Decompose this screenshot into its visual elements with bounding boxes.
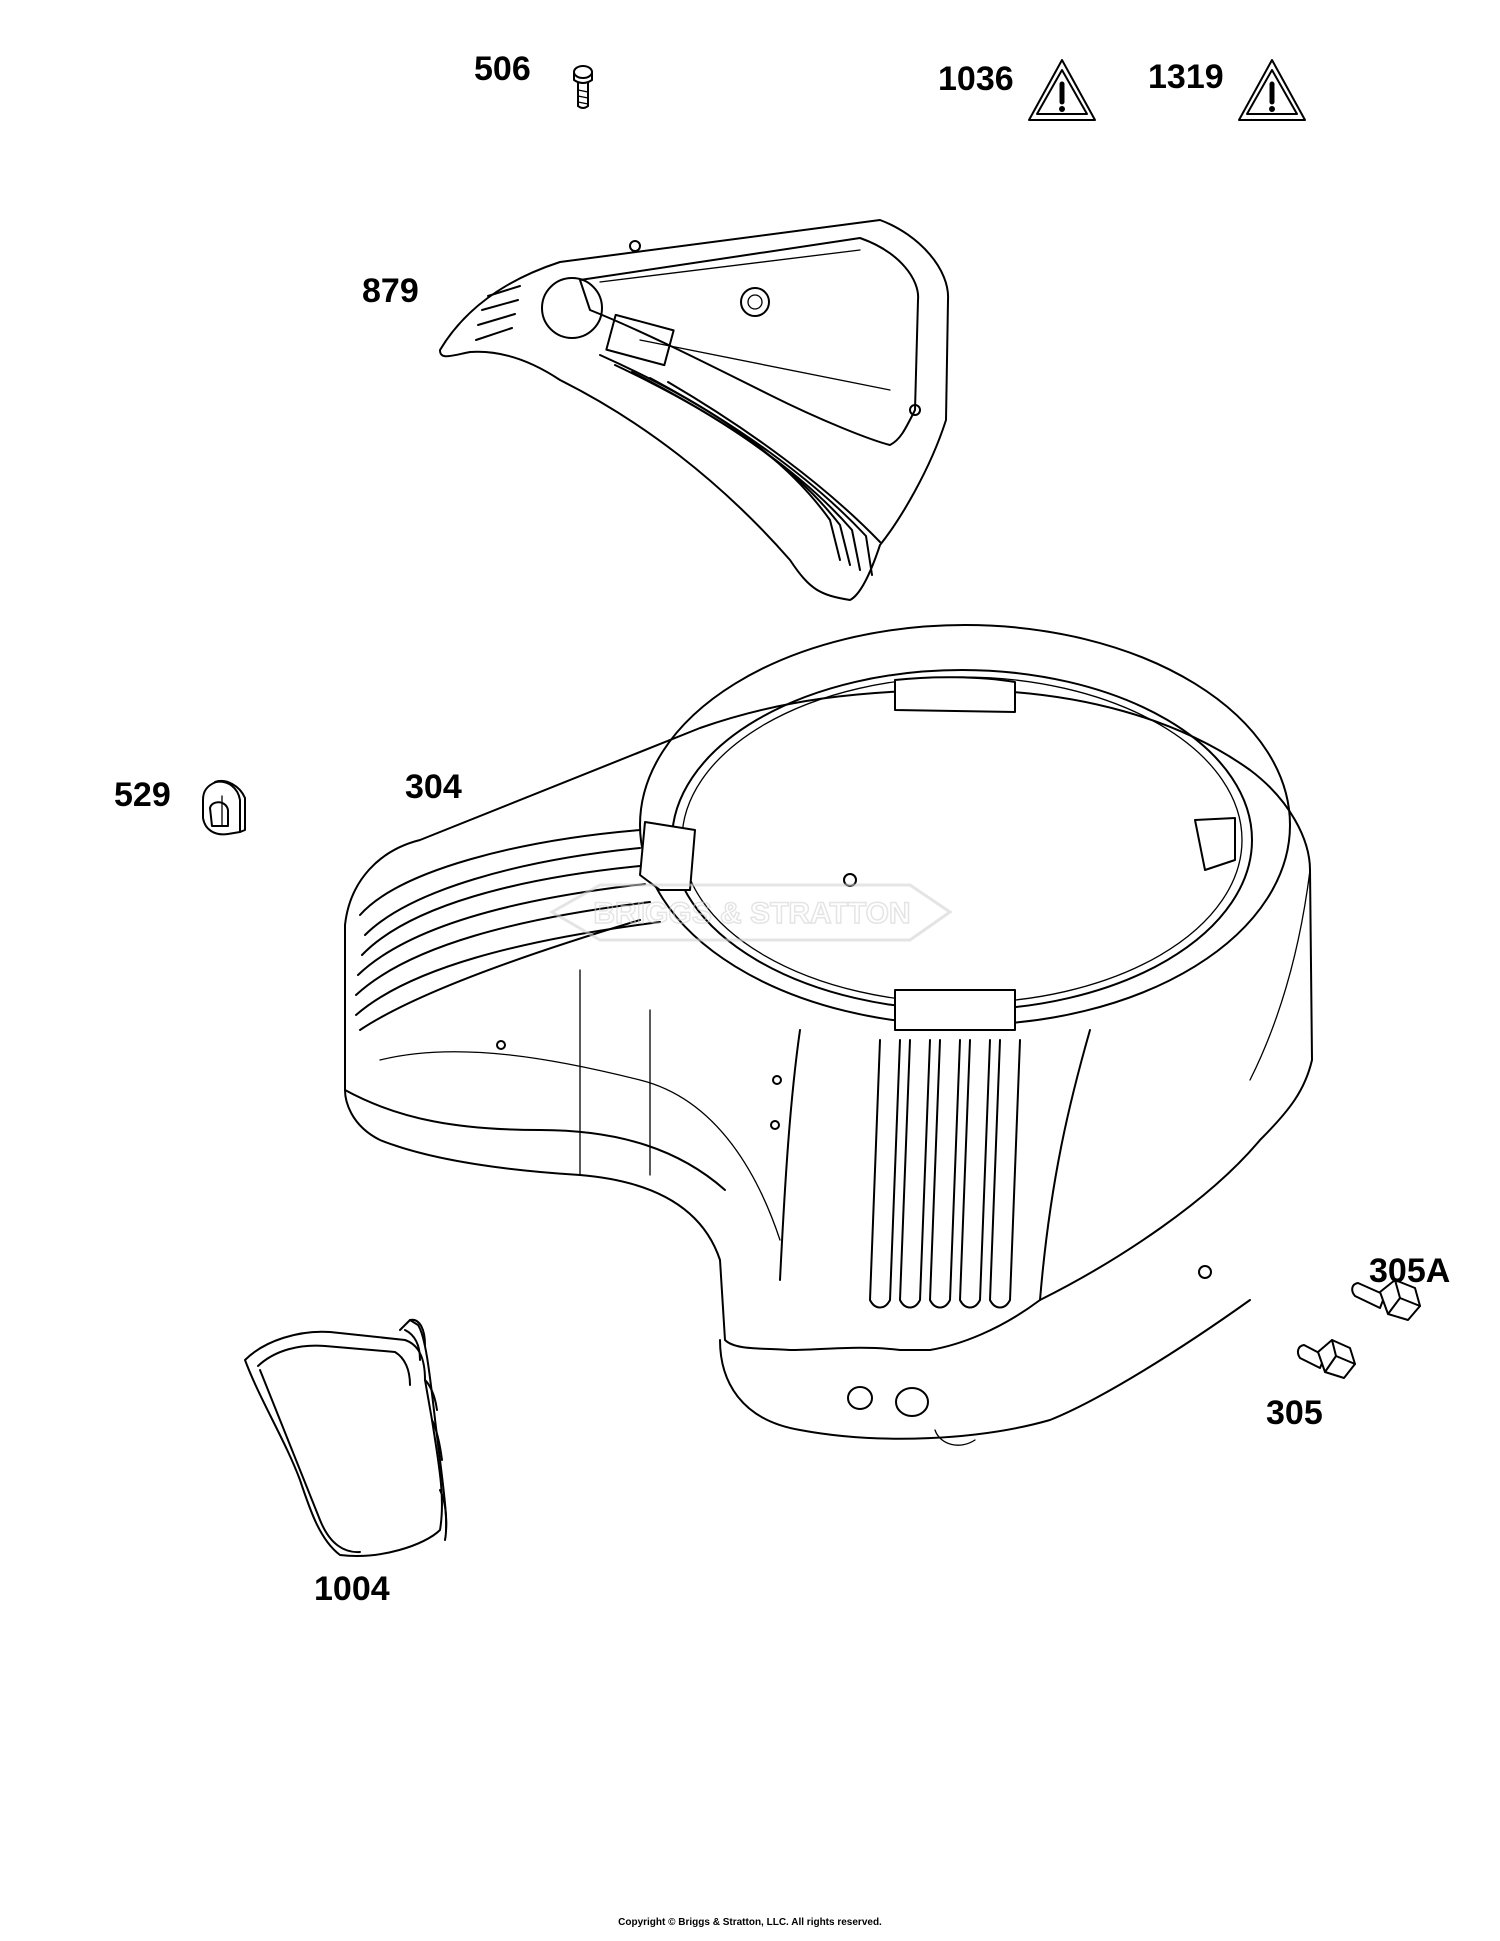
watermark-text: BRIGGS & STRATTON	[593, 897, 910, 930]
label-305A: 305A	[1369, 1252, 1451, 1290]
label-304: 304	[405, 768, 462, 806]
bolt-305	[1296, 1339, 1356, 1379]
label-1319: 1319	[1148, 58, 1224, 96]
air-guide-1004	[244, 1318, 448, 1557]
warning-label-1319	[1238, 59, 1306, 121]
label-879: 879	[362, 272, 419, 310]
cover-879	[439, 219, 950, 601]
grommet-529	[202, 780, 246, 836]
brand-watermark: BRIGGS & STRATTON	[548, 883, 953, 942]
copyright-notice: Copyright © Briggs & Stratton, LLC. All …	[618, 1917, 882, 1928]
label-1036: 1036	[938, 60, 1014, 98]
screw-506	[573, 65, 593, 109]
label-506: 506	[474, 50, 531, 88]
bolt-305A	[1351, 1279, 1421, 1321]
label-1004: 1004	[314, 1570, 390, 1608]
blower-housing-304	[344, 624, 1313, 1446]
label-529: 529	[114, 776, 171, 814]
warning-label-1036	[1028, 59, 1096, 121]
label-305: 305	[1266, 1394, 1323, 1432]
